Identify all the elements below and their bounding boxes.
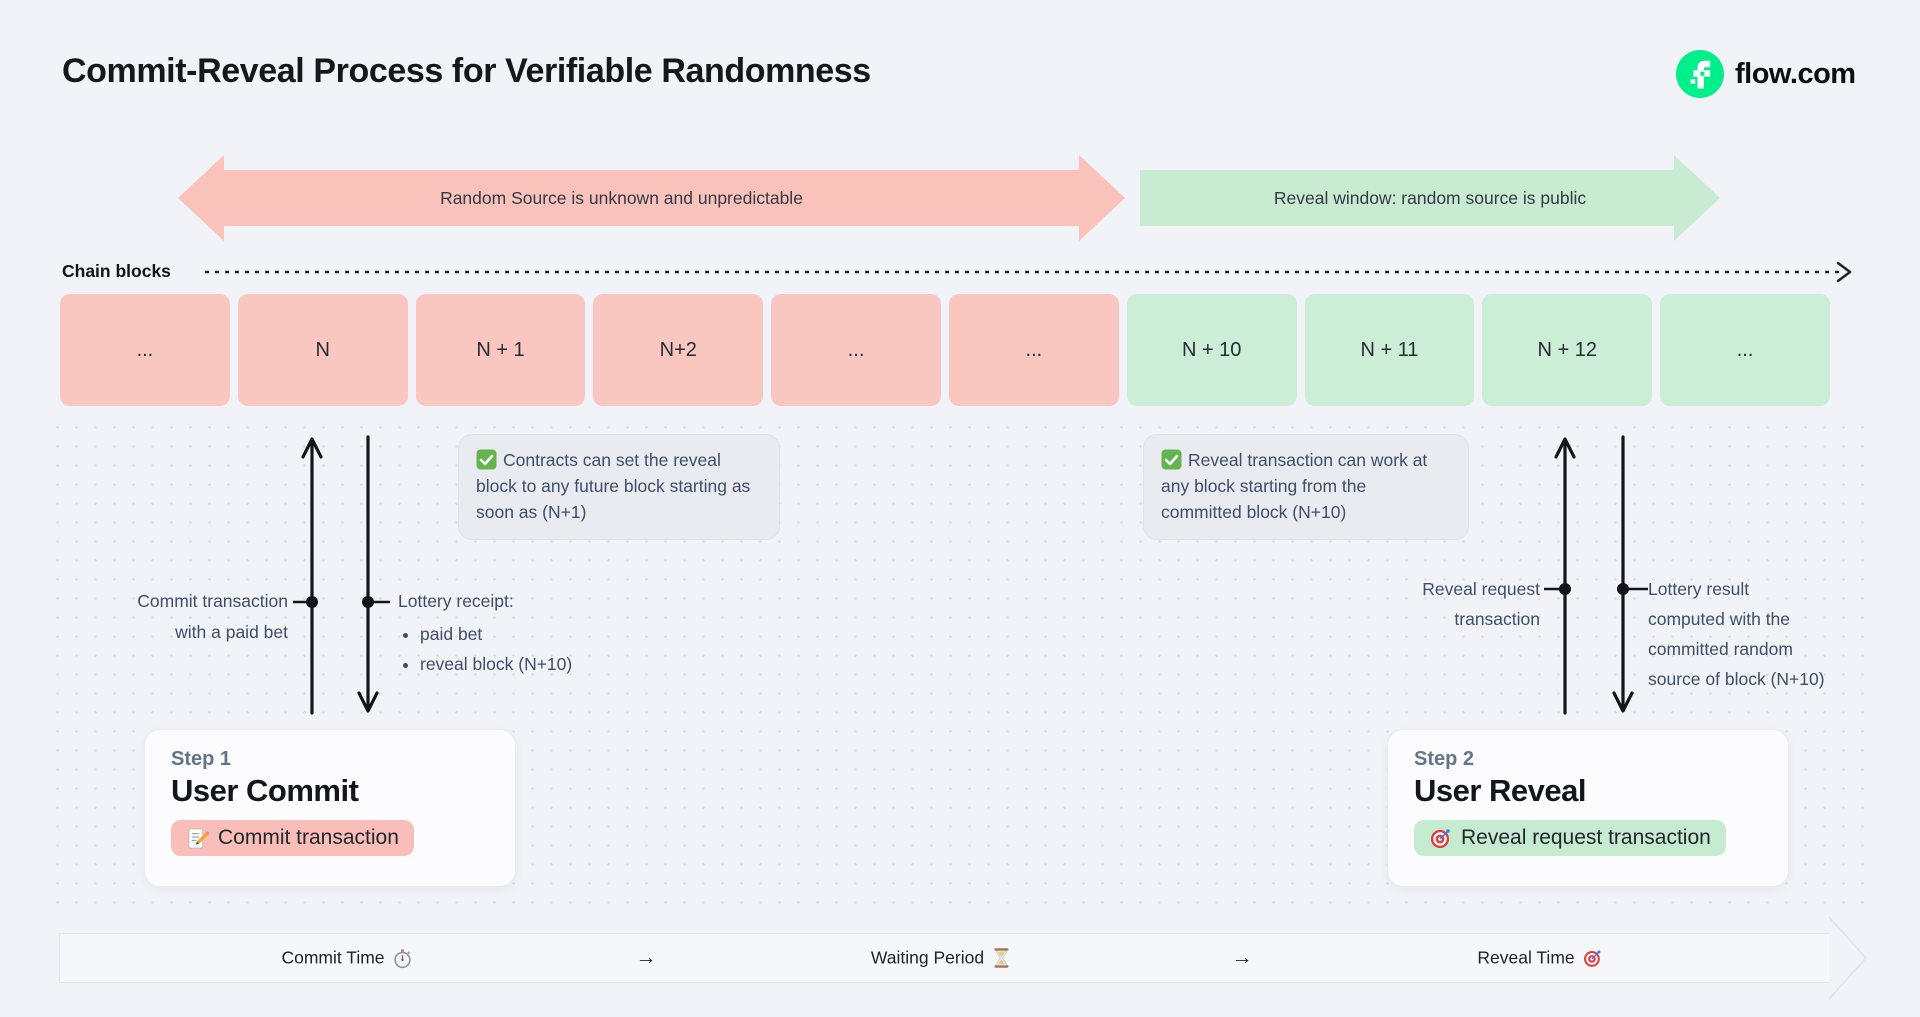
reveal-phase-label: Reveal window: random source is public bbox=[1273, 187, 1587, 208]
timeline-reveal-time: Reveal Time bbox=[1477, 948, 1602, 969]
brand-name: flow.com bbox=[1735, 57, 1856, 90]
chain-block: N bbox=[237, 294, 408, 406]
stopwatch-icon bbox=[393, 948, 413, 968]
chain-blocks-label: Chain blocks bbox=[62, 261, 171, 281]
chain-block: ... bbox=[948, 294, 1119, 406]
commit-note-text: Contracts can set the reveal block to an… bbox=[476, 450, 751, 522]
lottery-result-line: source of block (N+10) bbox=[1648, 669, 1825, 689]
step1-eyebrow: Step 1 bbox=[171, 748, 232, 770]
page-title: Commit-Reveal Process for Verifiable Ran… bbox=[62, 52, 871, 90]
check-icon bbox=[476, 449, 497, 470]
timeline-commit-time-label: Commit Time bbox=[281, 947, 385, 968]
chain-block: N+2 bbox=[593, 294, 764, 406]
step2-title: User Reveal bbox=[1414, 773, 1587, 808]
commit-transaction-badge: Commit transaction bbox=[171, 820, 414, 856]
timeline-arrow-2: → bbox=[1231, 946, 1253, 969]
timeline-arrow-tip bbox=[1828, 916, 1868, 1000]
target-icon bbox=[1583, 948, 1603, 968]
lottery-receipt-label: Lottery receipt: paid bet reveal block (… bbox=[398, 586, 572, 679]
reveal-request-badge: Reveal request transaction bbox=[1414, 820, 1726, 856]
check-icon bbox=[1161, 449, 1182, 470]
step2-eyebrow: Step 2 bbox=[1414, 748, 1475, 770]
step1-title: User Commit bbox=[171, 773, 359, 808]
step2-card: Step 2 User Reveal Reveal request transa… bbox=[1387, 729, 1789, 887]
chain-block: ... bbox=[771, 294, 941, 406]
reveal-request-label: Reveal request transaction bbox=[1326, 574, 1540, 634]
commit-transaction-label-line2: with a paid bet bbox=[175, 622, 288, 642]
hourglass-icon bbox=[992, 948, 1011, 969]
commit-note: Contracts can set the reveal block to an… bbox=[458, 434, 780, 540]
reveal-note-text: Reveal transaction can work at any block… bbox=[1161, 450, 1428, 522]
commit-phase-arrow: Random Source is unknown and unpredictab… bbox=[178, 155, 1125, 241]
flow-logo-icon bbox=[1676, 50, 1724, 98]
chain-block: N + 12 bbox=[1482, 294, 1653, 406]
lottery-result-line: computed with the bbox=[1648, 609, 1791, 629]
chain-block: N + 11 bbox=[1304, 294, 1475, 406]
lottery-result-line: Lottery result bbox=[1648, 579, 1750, 599]
commit-transaction-label: Commit transaction with a paid bet bbox=[60, 586, 288, 648]
timeline-bar bbox=[59, 933, 1829, 983]
timeline-waiting-period: Waiting Period bbox=[871, 948, 1011, 969]
chain-block: ... bbox=[1660, 294, 1830, 406]
step1-card: Step 1 User Commit Commit transaction bbox=[144, 729, 516, 887]
commit-badge-label: Commit transaction bbox=[218, 826, 399, 849]
chain-dotted-line bbox=[205, 261, 1852, 283]
lottery-receipt-title: Lottery receipt: bbox=[398, 591, 514, 611]
reveal-request-label-line2: transaction bbox=[1454, 609, 1540, 629]
target-icon bbox=[1429, 827, 1452, 850]
commit-phase-label: Random Source is unknown and unpredictab… bbox=[440, 187, 803, 208]
reveal-note: Reveal transaction can work at any block… bbox=[1143, 434, 1469, 540]
timeline-reveal-time-label: Reveal Time bbox=[1477, 947, 1575, 968]
commit-transaction-label-line1: Commit transaction bbox=[137, 591, 288, 611]
lottery-receipt-bullet: reveal block (N+10) bbox=[420, 649, 572, 679]
reveal-badge-label: Reveal request transaction bbox=[1461, 826, 1711, 849]
lottery-receipt-bullet: paid bet bbox=[420, 619, 572, 649]
reveal-request-label-line1: Reveal request bbox=[1422, 579, 1540, 599]
lottery-result-line: committed random bbox=[1648, 639, 1793, 659]
chain-block-row: ... N N + 1 N+2 ... ... N + 10 N + 11 N … bbox=[60, 294, 1830, 406]
timeline-waiting-period-label: Waiting Period bbox=[870, 947, 985, 968]
timeline-commit-time: Commit Time bbox=[281, 948, 412, 969]
memo-icon bbox=[186, 827, 209, 850]
reveal-phase-arrow: Reveal window: random source is public bbox=[1140, 155, 1720, 241]
timeline-arrow-1: → bbox=[635, 946, 657, 969]
chain-block: ... bbox=[60, 294, 230, 406]
chain-block: N + 1 bbox=[415, 294, 586, 406]
lottery-result-label: Lottery result computed with the committ… bbox=[1648, 574, 1825, 694]
chain-block: N + 10 bbox=[1126, 294, 1297, 406]
flow-brand-link[interactable]: flow.com bbox=[1676, 50, 1856, 98]
